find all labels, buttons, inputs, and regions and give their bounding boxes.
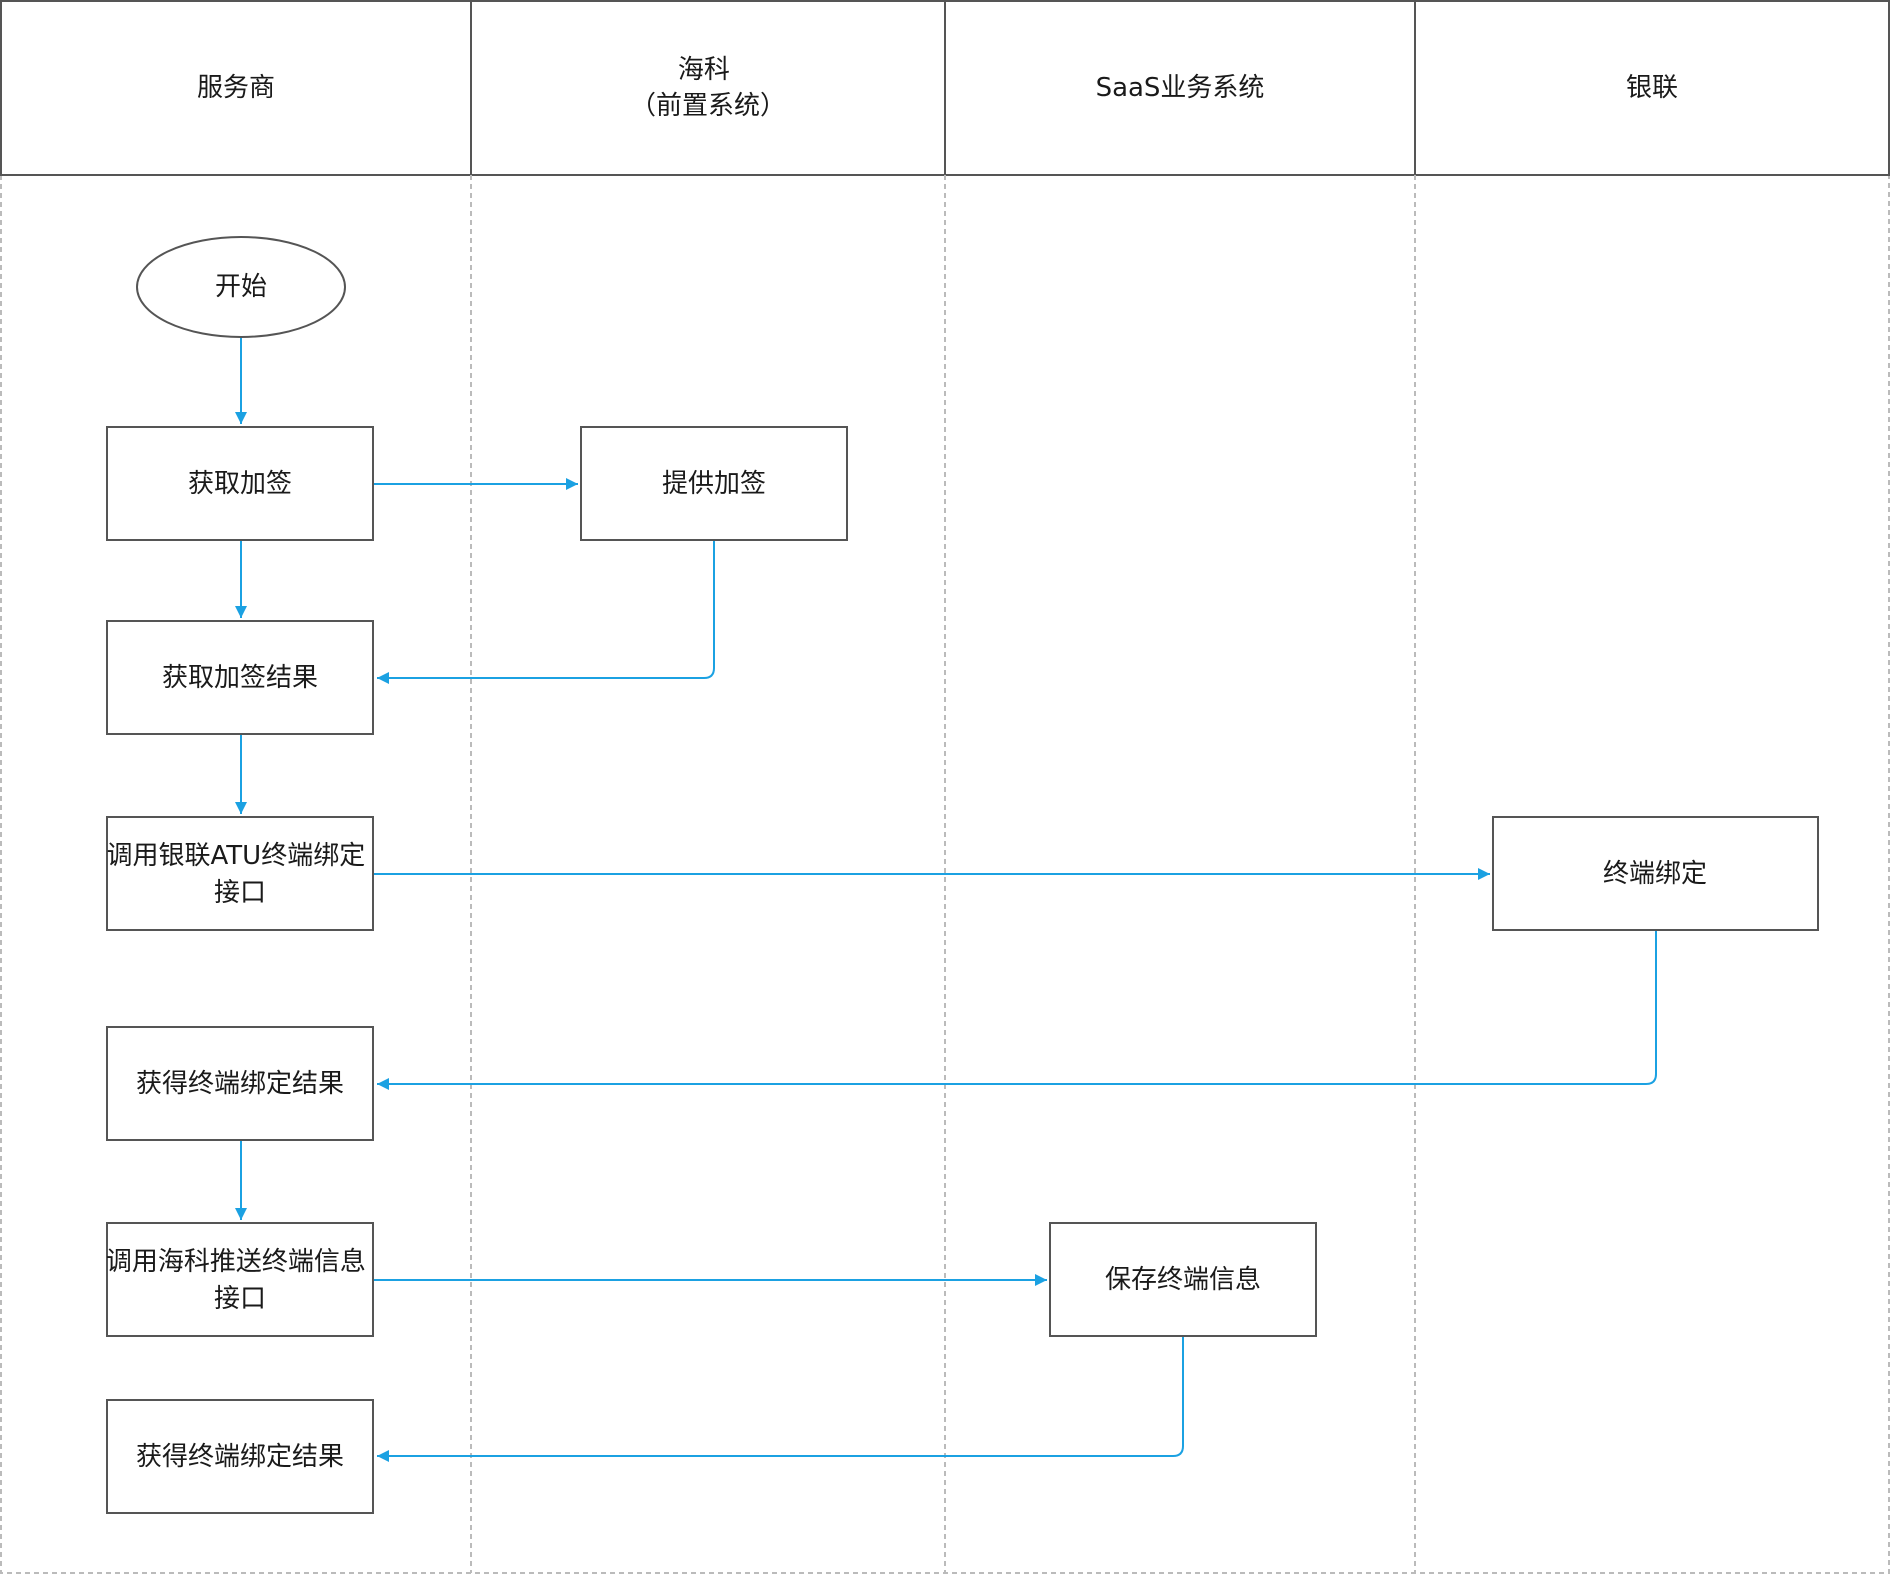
lane-header-text: 海科 （前置系统） [630, 55, 786, 121]
node-label-line: 获得终端绑定结果 [136, 1442, 344, 1472]
node-get-sign-result[interactable]: 获取加签结果 [106, 620, 374, 735]
node-label: 调用银联ATU终端绑定 接口 [107, 841, 374, 908]
node-label-line: 调用银联ATU终端绑定 [107, 841, 366, 871]
lane-header-line: 服务商 [197, 73, 275, 103]
node-shape [580, 426, 848, 541]
lane-header-line: 海科 [678, 55, 730, 85]
node-shape [1049, 1222, 1317, 1337]
edge-terminal-bind-to-get-bind-result-1 [377, 930, 1657, 1090]
node-shape [106, 1222, 374, 1337]
node-label-line: 调用海科推送终端信息 [106, 1247, 366, 1277]
node-label-line: 终端绑定 [1603, 859, 1707, 889]
node-call-atu-bind[interactable]: 调用银联ATU终端绑定 接口 [106, 816, 374, 931]
node-start[interactable]: 开始 [136, 236, 346, 338]
node-shape [1492, 816, 1819, 931]
node-shape [106, 620, 374, 735]
edges [235, 337, 1657, 1462]
node-shape [136, 236, 346, 338]
node-shape [106, 426, 374, 541]
lane-header-line: 银联 [1626, 73, 1678, 103]
node-label: 获取加签结果 [162, 663, 318, 693]
lane-header-text: 服务商 [197, 73, 275, 103]
node-label: 调用海科推送终端信息 接口 [106, 1247, 374, 1314]
node-provide-sign[interactable]: 提供加签 [580, 426, 848, 541]
edge-save-terminal-to-get-bind-result-2 [377, 1336, 1184, 1462]
lane-header-unionpay: 银联 [1626, 73, 1678, 103]
node-label-line: 开始 [215, 272, 267, 302]
lane-header-provider: 服务商 [197, 73, 275, 103]
node-label: 开始 [215, 272, 267, 302]
lane-header-line: （前置系统） [630, 91, 786, 121]
node-label-line: 接口 [214, 878, 266, 908]
node-label-line: 获取加签 [188, 469, 292, 499]
node-label-line: 接口 [214, 1284, 266, 1314]
node-get-bind-result-1[interactable]: 获得终端绑定结果 [106, 1026, 374, 1141]
node-label: 获得终端绑定结果 [136, 1069, 344, 1099]
node-label: 获得终端绑定结果 [136, 1442, 344, 1472]
node-label-line: 获取加签结果 [162, 663, 318, 693]
node-label-line: 获得终端绑定结果 [136, 1069, 344, 1099]
node-shape [106, 816, 374, 931]
node-get-bind-result-2[interactable]: 获得终端绑定结果 [106, 1399, 374, 1514]
node-terminal-bind[interactable]: 终端绑定 [1492, 816, 1819, 931]
lane-header-text: SaaS业务系统 [1096, 73, 1265, 103]
node-label: 终端绑定 [1603, 859, 1707, 889]
node-call-push-terminal[interactable]: 调用海科推送终端信息 接口 [106, 1222, 374, 1337]
node-label: 提供加签 [662, 469, 766, 499]
node-shape [106, 1026, 374, 1141]
lane-header-text: 银联 [1626, 73, 1678, 103]
node-label: 保存终端信息 [1105, 1265, 1261, 1295]
node-shape [106, 1399, 374, 1514]
edge-provide-sign-to-get-sign-result [377, 540, 715, 684]
lane-header-saas: SaaS业务系统 [1096, 73, 1265, 103]
node-label: 获取加签 [188, 469, 292, 499]
node-save-terminal[interactable]: 保存终端信息 [1049, 1222, 1317, 1337]
node-get-sign[interactable]: 获取加签 [106, 426, 374, 541]
node-label-line: 保存终端信息 [1105, 1265, 1261, 1295]
lane-header-haike: 海科 （前置系统） [630, 55, 786, 121]
lane-header-line: SaaS业务系统 [1096, 73, 1265, 103]
node-label-line: 提供加签 [662, 469, 766, 499]
